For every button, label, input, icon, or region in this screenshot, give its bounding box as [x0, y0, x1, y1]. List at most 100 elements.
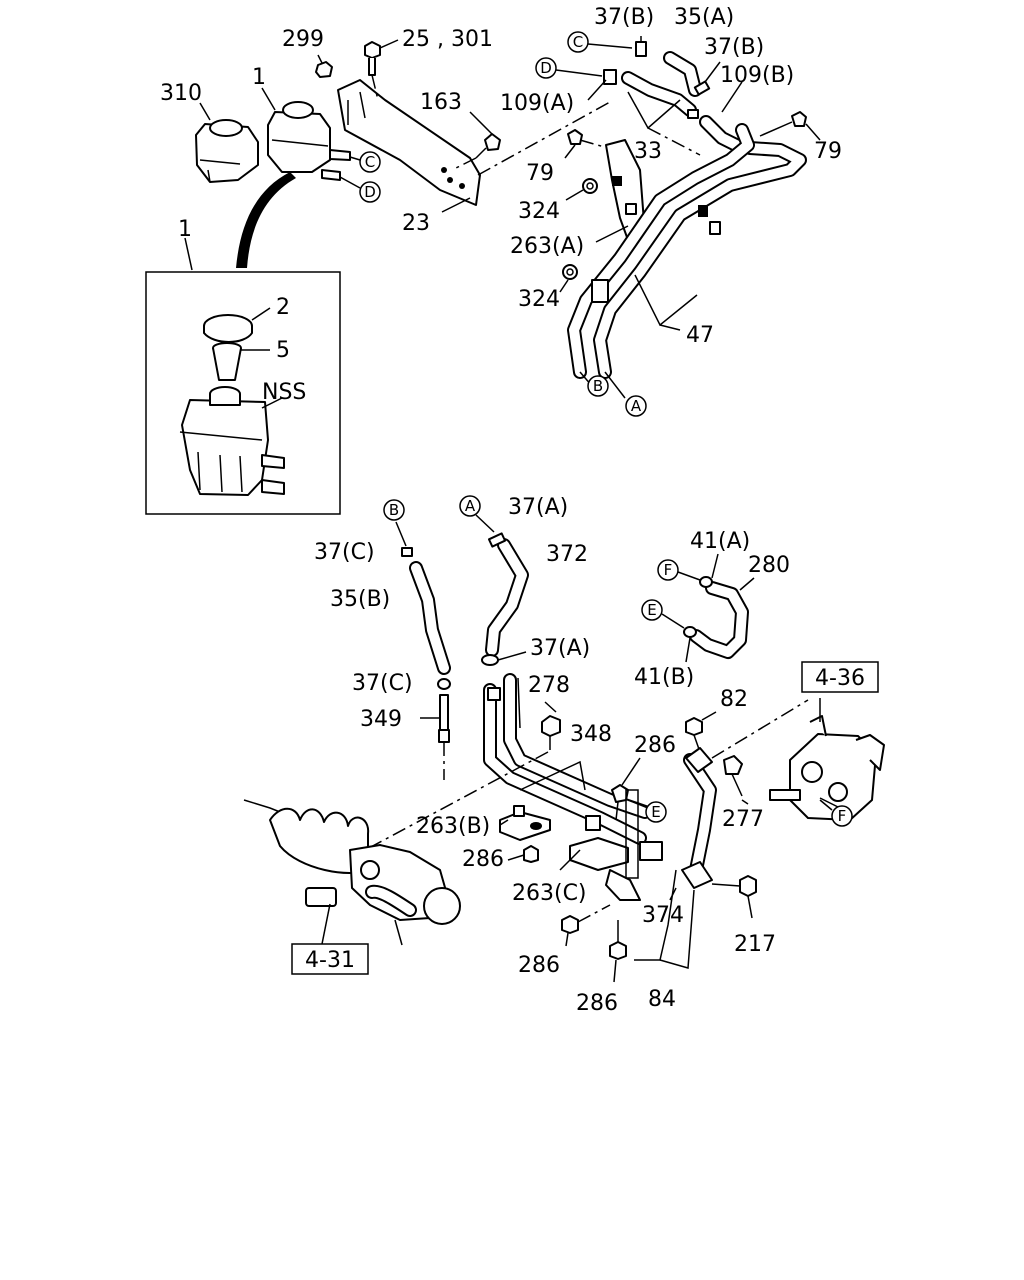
svg-text:B: B [593, 377, 603, 395]
label-37b-top: 37(B) [594, 5, 654, 30]
hose-372-part [485, 538, 529, 657]
svg-text:E: E [651, 803, 660, 821]
label-79-right: 79 [814, 139, 842, 164]
connector-a-hose: A [459, 495, 481, 517]
clamp-37a-top-part [487, 532, 507, 548]
clamp-37b-right-part [693, 80, 711, 96]
label-324-top: 324 [518, 199, 560, 224]
label-286-d: 286 [576, 991, 618, 1016]
label-286-a: 286 [634, 733, 676, 758]
label-286-b: 286 [462, 847, 504, 872]
label-nss: NSS [262, 380, 306, 405]
bolt-79-left-part [567, 129, 609, 149]
bolt-286-b-part [523, 845, 539, 863]
label-82: 82 [720, 687, 748, 712]
connector-b-hose: B [383, 499, 405, 521]
label-280: 280 [748, 553, 790, 578]
reference-4-31[interactable]: 4-31 [291, 943, 369, 975]
label-35a: 35(A) [674, 5, 734, 30]
hose-280-part [689, 581, 749, 659]
nut-82-part [685, 717, 703, 753]
label-37a-bottom: 37(A) [530, 636, 590, 661]
bolt-286-d-part [609, 920, 627, 960]
label-374: 374 [642, 903, 684, 928]
label-109b: 109(B) [720, 63, 794, 88]
label-37c-bottom: 37(C) [352, 671, 413, 696]
bracket-263b-part [499, 805, 551, 841]
svg-text:F: F [838, 807, 847, 825]
connector-f-pump: F [831, 805, 853, 827]
label-23: 23 [402, 211, 430, 236]
label-109a: 109(A) [500, 91, 574, 116]
clamp-37a-bottom-part [481, 654, 499, 666]
bolt-277-part [723, 755, 743, 797]
pipe-348-part [483, 673, 652, 845]
clamp-37b-top-part [635, 41, 647, 57]
label-41a: 41(A) [690, 529, 750, 554]
connector-c-hose: C [567, 31, 589, 53]
clamp-41b-part [683, 626, 697, 638]
svg-text:A: A [631, 397, 642, 415]
hose-35a-part [663, 51, 702, 97]
strainer-part [212, 342, 242, 381]
connector-e-hose: E [641, 599, 663, 621]
nut-278-part [541, 715, 561, 737]
reservoir-1-part [267, 101, 351, 181]
hose-109b-part [699, 115, 749, 155]
label-299: 299 [282, 27, 324, 52]
label-37c-top: 37(C) [314, 540, 375, 565]
clamp-37c-bottom-part [437, 678, 451, 690]
power-steering-pump-part [769, 715, 885, 821]
reservoir-cap-part [203, 314, 253, 343]
label-37b-right: 37(B) [704, 35, 764, 60]
bolt-79-right-part [759, 111, 807, 137]
svg-text:D: D [540, 59, 552, 77]
label-310: 310 [160, 81, 202, 106]
hose-35b-part [409, 561, 451, 675]
svg-text:F: F [664, 561, 673, 579]
label-324-bottom: 324 [518, 287, 560, 312]
label-277: 277 [722, 807, 764, 832]
label-263a: 263(A) [510, 234, 584, 259]
connector-d-reservoir: D [359, 181, 381, 203]
label-163: 163 [420, 90, 462, 115]
svg-text:C: C [573, 33, 583, 51]
pipe-assembly-47-part [567, 123, 807, 379]
label-286-c: 286 [518, 953, 560, 978]
connector-f-hose: F [657, 559, 679, 581]
label-79-left: 79 [526, 161, 554, 186]
label-1-box: 1 [178, 217, 192, 242]
label-263c: 263(C) [512, 881, 587, 906]
svg-text:C: C [365, 153, 375, 171]
reference-4-36-text: 4-36 [815, 666, 865, 691]
connector-e-pipe: E [645, 801, 667, 823]
label-37a-top: 37(A) [508, 495, 568, 520]
steering-gear-part [243, 799, 461, 946]
bolt-217-part [711, 875, 757, 897]
label-263b: 263(B) [416, 814, 490, 839]
label-84: 84 [648, 987, 676, 1012]
clamp-109a-part [603, 69, 617, 85]
bolt-163-part [475, 133, 501, 159]
label-33: 33 [634, 139, 662, 164]
bolt-25-301-part [364, 41, 381, 76]
bolt-286-a-part [611, 784, 629, 821]
reservoir-nss-part [179, 386, 285, 496]
bracket-263c-part [569, 837, 663, 871]
reference-4-31-text: 4-31 [305, 948, 355, 973]
reference-4-36[interactable]: 4-36 [801, 661, 879, 693]
svg-text:B: B [389, 501, 399, 519]
nut-324-top-part [582, 178, 598, 194]
bolt-286-c-part [561, 904, 611, 934]
detail-inset-box [145, 271, 341, 515]
clamp-37c-top-part [401, 547, 413, 557]
reservoir-310-part [195, 119, 259, 183]
label-349: 349 [360, 707, 402, 732]
label-372: 372 [546, 542, 588, 567]
pipe-349-part [438, 694, 450, 743]
label-217: 217 [734, 932, 776, 957]
bracket-23-part [337, 79, 481, 206]
svg-text:D: D [364, 183, 376, 201]
